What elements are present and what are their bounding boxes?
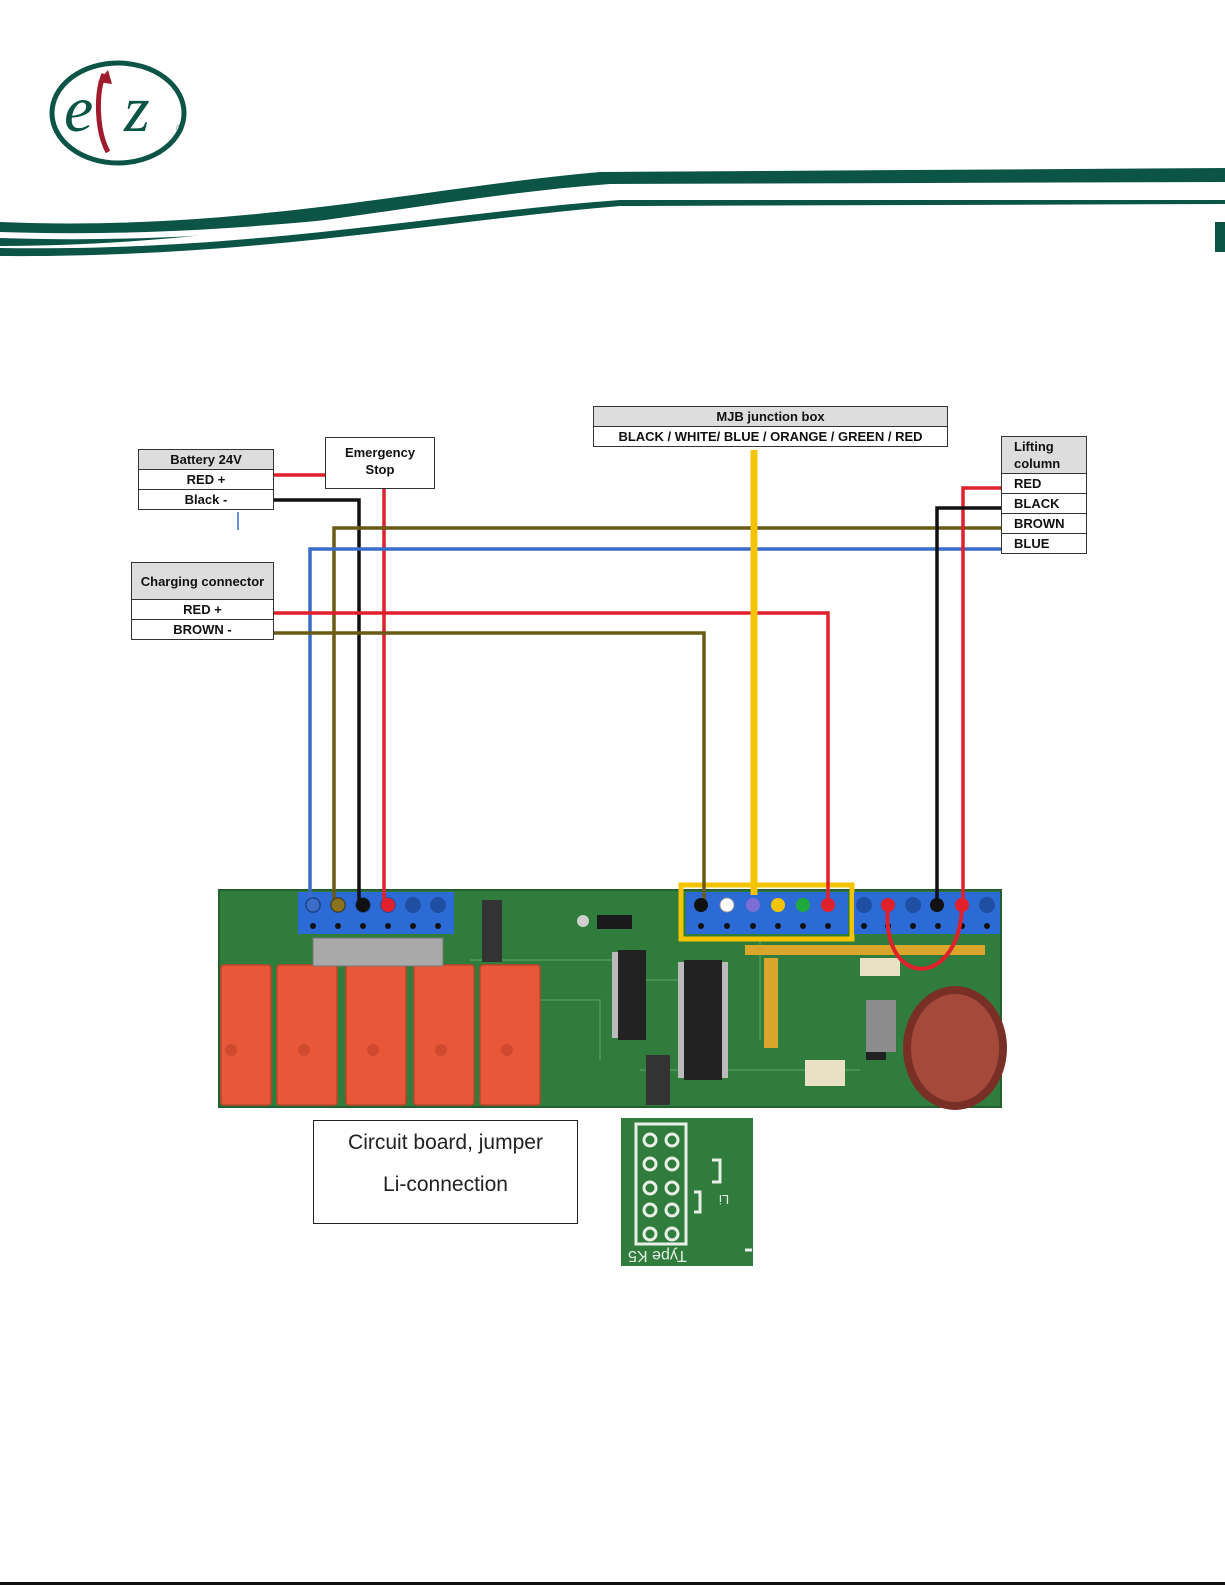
wire-charging-brown <box>272 633 704 902</box>
wire-battery-black <box>272 500 359 902</box>
registered-mark: ® <box>176 124 184 135</box>
lifting-title: Lifting column <box>1002 437 1087 474</box>
lifting-brown: BROWN <box>1002 514 1087 534</box>
wire-lifting-black <box>937 508 1002 902</box>
charging-title: Charging connector <box>132 563 274 600</box>
lifting-red: RED <box>1002 474 1087 494</box>
charging-brown-minus: BROWN - <box>132 620 274 640</box>
lifting-black: BLACK <box>1002 494 1087 514</box>
battery-black-minus: Black - <box>139 490 274 510</box>
caption-box: Circuit board, jumper Li-connection <box>313 1120 578 1224</box>
caption-line-2: Li-connection <box>314 1173 577 1197</box>
emergency-stop-label: Emergency Stop <box>325 437 435 489</box>
logo-text: e z ® <box>60 68 190 158</box>
battery-label: Battery 24V RED + Black - <box>138 449 274 510</box>
lifting-column-label: Lifting column RED BLACK BROWN BLUE <box>1001 436 1087 554</box>
terminal-block-right <box>854 892 1000 934</box>
battery-red-plus: RED + <box>139 470 274 490</box>
battery-title: Battery 24V <box>139 450 274 470</box>
caption-line-1: Circuit board, jumper <box>314 1131 577 1155</box>
wire-charging-red <box>272 613 828 902</box>
header-swoosh <box>0 168 1225 256</box>
wire-lifting-blue <box>310 549 1002 902</box>
terminal-block-mjb <box>686 892 848 934</box>
lifting-blue: BLUE <box>1002 534 1087 554</box>
charging-red-plus: RED + <box>132 600 274 620</box>
charging-connector-label: Charging connector RED + BROWN - <box>131 562 274 640</box>
mjb-junction-box-label: MJB junction box BLACK / WHITE/ BLUE / O… <box>593 406 948 447</box>
inset-jumper-label: Li <box>719 1192 729 1207</box>
terminal-block-left <box>298 892 454 934</box>
jumper-inset-photo <box>621 1118 753 1266</box>
logo-letter-e: e <box>64 72 93 148</box>
logo-letter-z: z <box>124 72 150 148</box>
mjb-title: MJB junction box <box>594 407 948 427</box>
inset-silkscreen-text: Type K5 <box>628 1246 687 1264</box>
wire-lifting-brown <box>334 528 1002 902</box>
mjb-colors: BLACK / WHITE/ BLUE / ORANGE / GREEN / R… <box>594 427 948 447</box>
